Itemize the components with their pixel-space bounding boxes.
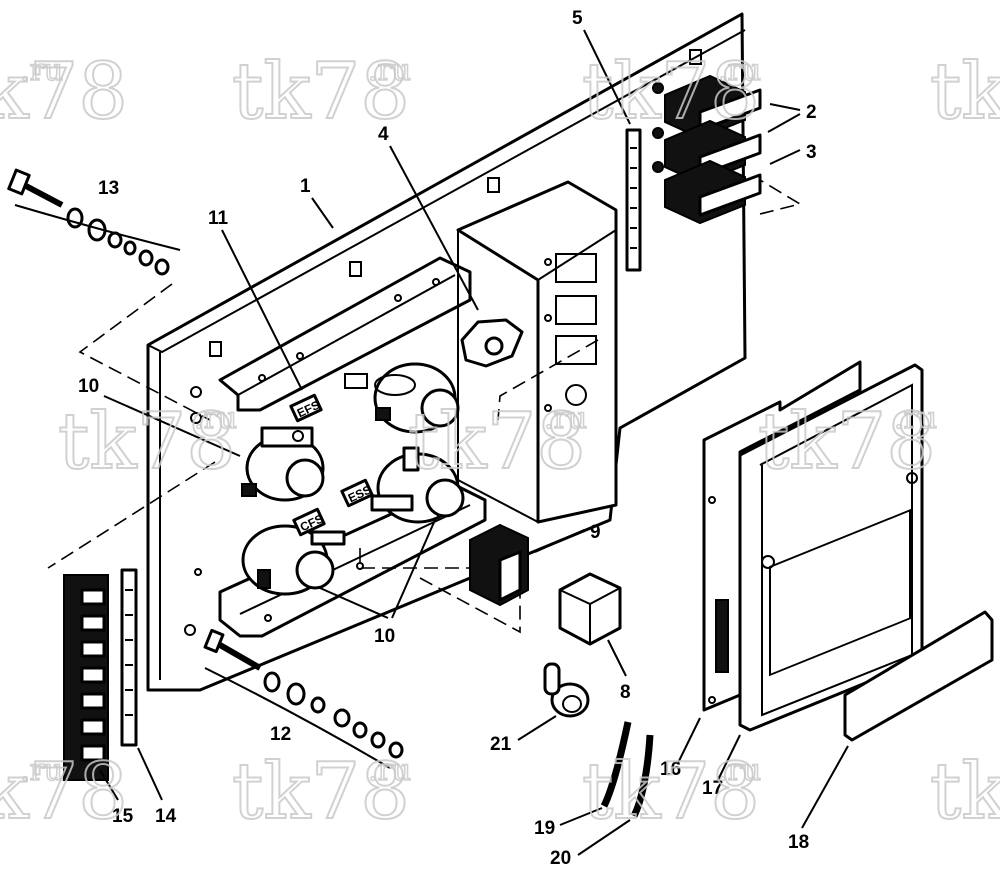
leader-lines bbox=[99, 29, 849, 856]
breaker-3 bbox=[652, 159, 762, 225]
svg-text:.ru: .ru bbox=[20, 753, 63, 788]
marker-strip-14 bbox=[120, 568, 138, 747]
clamp-21 bbox=[543, 662, 590, 718]
svg-text:.ru: .ru bbox=[20, 53, 63, 88]
callout-4: 4 bbox=[378, 124, 389, 145]
hardware-13 bbox=[7, 168, 181, 276]
svg-text:tk78: tk78 bbox=[0, 747, 128, 837]
callout-9: 9 bbox=[590, 522, 601, 543]
solenoid-efs-bottom bbox=[241, 524, 346, 596]
callout-3: 3 bbox=[806, 142, 817, 163]
assembly-lines bbox=[47, 179, 803, 634]
callout-20: 20 bbox=[550, 848, 571, 869]
callout-21: 21 bbox=[490, 734, 512, 755]
callout-12: 12 bbox=[270, 724, 291, 745]
terminal-block-15 bbox=[63, 574, 109, 781]
svg-text:tk78: tk78 bbox=[930, 47, 1000, 137]
callout-14: 14 bbox=[155, 806, 177, 827]
hardware-12 bbox=[203, 628, 404, 769]
breaker-1 bbox=[652, 74, 762, 140]
insert-18 bbox=[843, 610, 994, 742]
callout-1: 1 bbox=[300, 176, 311, 197]
callout-5: 5 bbox=[572, 8, 583, 29]
svg-text:tk78: tk78 bbox=[582, 747, 760, 837]
svg-text:tk78: tk78 bbox=[232, 47, 410, 137]
marker-strip-5 bbox=[625, 128, 642, 272]
svg-text:.ru: .ru bbox=[718, 753, 761, 788]
callout-8: 8 bbox=[620, 682, 631, 703]
svg-text:tk78: tk78 bbox=[758, 397, 936, 487]
solenoid-upper-right bbox=[373, 362, 460, 434]
circuit-breakers bbox=[652, 74, 762, 225]
callout-18: 18 bbox=[788, 832, 809, 853]
svg-text:.ru: .ru bbox=[368, 753, 411, 788]
callout-17: 17 bbox=[702, 778, 723, 799]
relay-8 bbox=[558, 572, 622, 646]
leads bbox=[600, 721, 654, 818]
callout-19: 19 bbox=[534, 818, 555, 839]
svg-text:.ru: .ru bbox=[368, 53, 411, 88]
callout-10-lower: 10 bbox=[374, 626, 395, 647]
svg-text:.ru: .ru bbox=[544, 401, 587, 436]
svg-text:.ru: .ru bbox=[718, 53, 761, 88]
relay-socket-9 bbox=[469, 523, 529, 607]
svg-text:tk78: tk78 bbox=[58, 397, 236, 487]
svg-text:tk78: tk78 bbox=[930, 747, 1000, 837]
solenoid-ess bbox=[370, 446, 465, 524]
svg-text:.ru: .ru bbox=[894, 401, 937, 436]
solenoid-efs-top bbox=[241, 426, 325, 502]
callout-11: 11 bbox=[208, 208, 229, 229]
connector-4 bbox=[460, 318, 524, 368]
callout-numbers: 1 2 3 4 5 8 9 10 10 11 12 13 14 15 16 17… bbox=[78, 8, 817, 869]
component-box bbox=[456, 180, 618, 524]
svg-text:tk78: tk78 bbox=[582, 47, 760, 137]
blank-label-plate bbox=[344, 373, 368, 389]
callout-15: 15 bbox=[112, 806, 134, 827]
upper-bracket bbox=[218, 256, 472, 412]
callout-10-upper: 10 bbox=[78, 376, 99, 397]
svg-text:tk78: tk78 bbox=[408, 397, 586, 487]
svg-text:tk78: tk78 bbox=[232, 747, 410, 837]
mounting-plate-16 bbox=[702, 360, 862, 712]
svg-text:tk78: tk78 bbox=[0, 47, 128, 137]
callout-16: 16 bbox=[660, 759, 681, 780]
watermarks: tk78.ru tk78.ru tk78.ru tk78 tk78.ru tk7… bbox=[0, 46, 1000, 838]
svg-text:.ru: .ru bbox=[194, 401, 237, 436]
callout-2: 2 bbox=[806, 102, 817, 123]
callout-13: 13 bbox=[98, 178, 119, 199]
